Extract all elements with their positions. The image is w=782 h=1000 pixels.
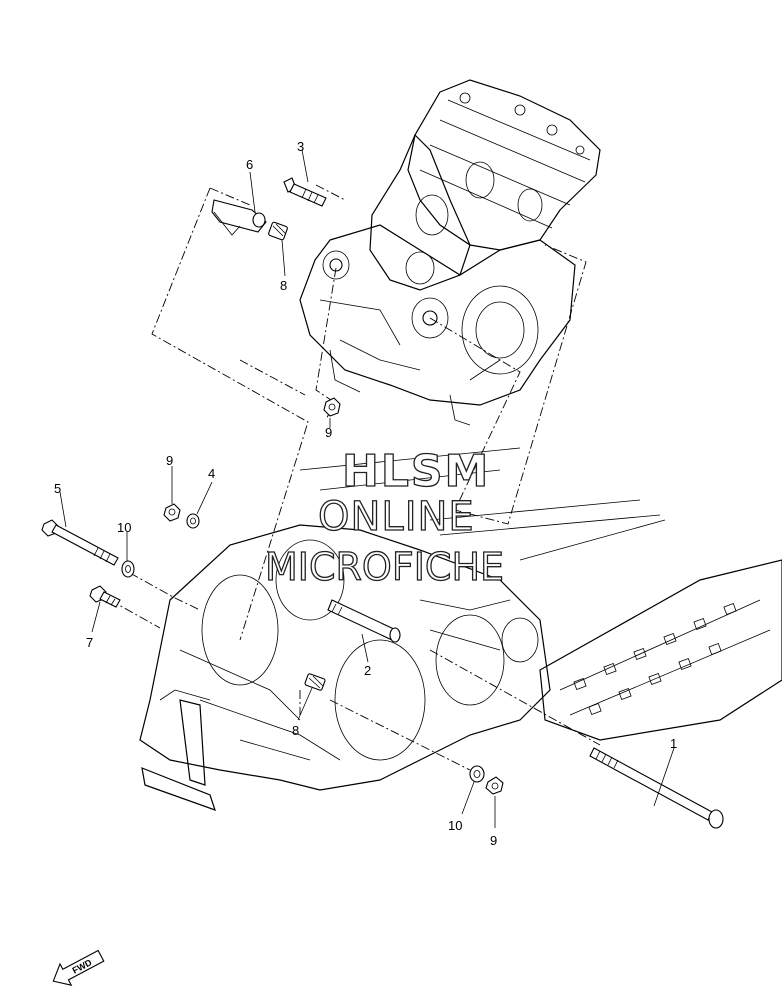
callout-9: 9 [490,833,497,848]
watermark-line2: ONLINE [318,494,475,540]
callout-labels: 1 2 3 4 5 6 7 8 8 9 9 9 10 10 [54,139,677,848]
part-9-nut-lower [485,776,504,795]
part-8-collar-top [268,221,288,241]
part-1-through-bolt [589,747,724,829]
callout-8: 8 [280,278,287,293]
callout-3: 3 [297,139,304,154]
engine-assembly [299,79,601,426]
part-4-washer [186,513,200,529]
watermark-line1: HLSM [342,446,490,497]
callout-5: 5 [54,481,61,496]
callout-10: 10 [448,818,462,833]
part-2-collar [327,599,401,643]
callout-7: 7 [86,635,93,650]
part-10-washer-lower [469,765,485,783]
callout-2: 2 [364,663,371,678]
part-9-nut-top [323,397,341,417]
leader-lines [59,149,675,828]
callout-4: 4 [208,466,215,481]
callout-6: 6 [246,157,253,172]
part-8-collar-lower [304,673,326,691]
callout-8: 8 [292,723,299,738]
track-plate-slots [573,603,737,715]
frame-mount-guidelines [109,572,601,771]
callout-9: 9 [325,425,332,440]
hlsm-watermark: HLSM ONLINE MICROFICHE [264,445,504,589]
watermark-line3: MICROFICHE [265,545,504,589]
part-6-bracket [211,199,267,236]
part-10-washer-upper [121,560,135,578]
part-9-nut-mid [163,503,181,522]
frame-assembly [139,447,782,811]
part-3-bolt [283,177,327,207]
part-5-bolt [41,519,119,566]
part-7-bolt [89,585,121,608]
fwd-arrow-icon: FWD [52,949,105,986]
callout-10: 10 [117,520,131,535]
callout-9: 9 [166,453,173,468]
callout-1: 1 [670,736,677,751]
